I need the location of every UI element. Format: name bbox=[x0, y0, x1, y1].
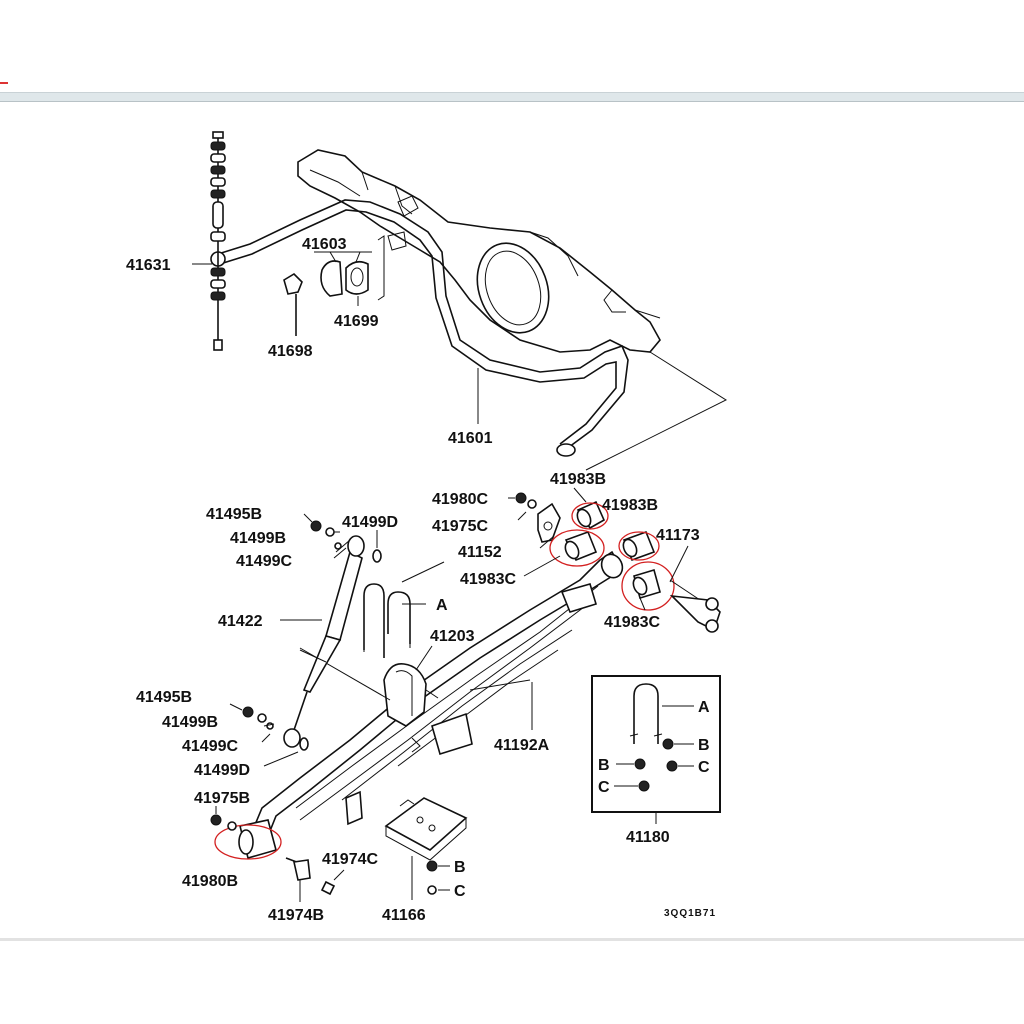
leaf-spring bbox=[214, 550, 624, 860]
label-41601: 41601 bbox=[448, 430, 493, 447]
u-bolts bbox=[363, 561, 445, 658]
label-41983C-left: 41983C bbox=[460, 571, 516, 588]
header-band bbox=[0, 92, 1024, 102]
shock-absorber bbox=[283, 535, 365, 748]
shock-bottom-hardware bbox=[229, 703, 309, 767]
ubolt-kit-box bbox=[591, 675, 721, 824]
header-accent-mark bbox=[0, 82, 8, 84]
label-41499D-top: 41499D bbox=[342, 514, 398, 531]
label-41499B-top: 41499B bbox=[230, 530, 286, 547]
label-kit-B-right: B bbox=[698, 737, 710, 754]
stabilizer-link-assembly bbox=[192, 131, 226, 351]
window-header bbox=[0, 0, 1024, 104]
label-41152: 41152 bbox=[458, 544, 502, 561]
label-41698: 41698 bbox=[268, 343, 313, 360]
label-plate-B: B bbox=[454, 859, 466, 876]
label-41495B-bottom: 41495B bbox=[136, 689, 192, 706]
label-41499C-bottom: 41499C bbox=[182, 738, 238, 755]
label-ubolt-A: A bbox=[436, 597, 448, 614]
drawing-code: 3QQ1B71 bbox=[664, 908, 716, 919]
label-41974B: 41974B bbox=[268, 907, 324, 924]
label-41983B-top: 41983B bbox=[550, 471, 606, 488]
label-plate-C: C bbox=[454, 883, 466, 900]
label-41422: 41422 bbox=[218, 613, 263, 630]
label-41983B-right: 41983B bbox=[602, 497, 658, 514]
label-kit-C-right: C bbox=[698, 759, 710, 776]
label-41166: 41166 bbox=[382, 907, 426, 924]
shock-top-hardware bbox=[303, 513, 382, 563]
lower-leader-lines bbox=[280, 535, 646, 730]
label-41192A: 41192A bbox=[494, 737, 550, 754]
axle-housing bbox=[297, 149, 661, 353]
label-41699: 41699 bbox=[334, 313, 379, 330]
footer-divider bbox=[0, 938, 1024, 941]
part-labels: 41631 41603 41699 41698 41601 41983B 419… bbox=[126, 236, 716, 924]
label-41603: 41603 bbox=[302, 236, 347, 253]
label-kit-C-left: C bbox=[598, 779, 610, 796]
axle-reference-line bbox=[585, 351, 728, 471]
label-41975B: 41975B bbox=[194, 790, 250, 807]
label-41983C-right: 41983C bbox=[604, 614, 660, 631]
label-41173: 41173 bbox=[656, 527, 700, 544]
label-41203: 41203 bbox=[430, 628, 475, 645]
label-41631: 41631 bbox=[126, 257, 171, 274]
label-kit-B-left: B bbox=[598, 757, 610, 774]
label-41495B-top: 41495B bbox=[206, 506, 262, 523]
label-41980C: 41980C bbox=[432, 491, 488, 508]
label-kit-A: A bbox=[698, 699, 710, 716]
label-41499B-bottom: 41499B bbox=[162, 714, 218, 731]
label-41499C-top: 41499C bbox=[236, 553, 292, 570]
bar-bushing-and-bracket bbox=[283, 251, 372, 336]
front-shackle-group bbox=[508, 487, 721, 633]
stabilizer-bar bbox=[210, 199, 629, 457]
label-41180: 41180 bbox=[626, 829, 670, 846]
label-41980B: 41980B bbox=[182, 873, 238, 890]
label-41974C: 41974C bbox=[322, 851, 378, 868]
rear-hanger-hardware bbox=[210, 806, 345, 902]
spring-plate-41166 bbox=[384, 797, 468, 900]
label-41975C: 41975C bbox=[432, 518, 488, 535]
label-41499D-bottom: 41499D bbox=[194, 762, 250, 779]
